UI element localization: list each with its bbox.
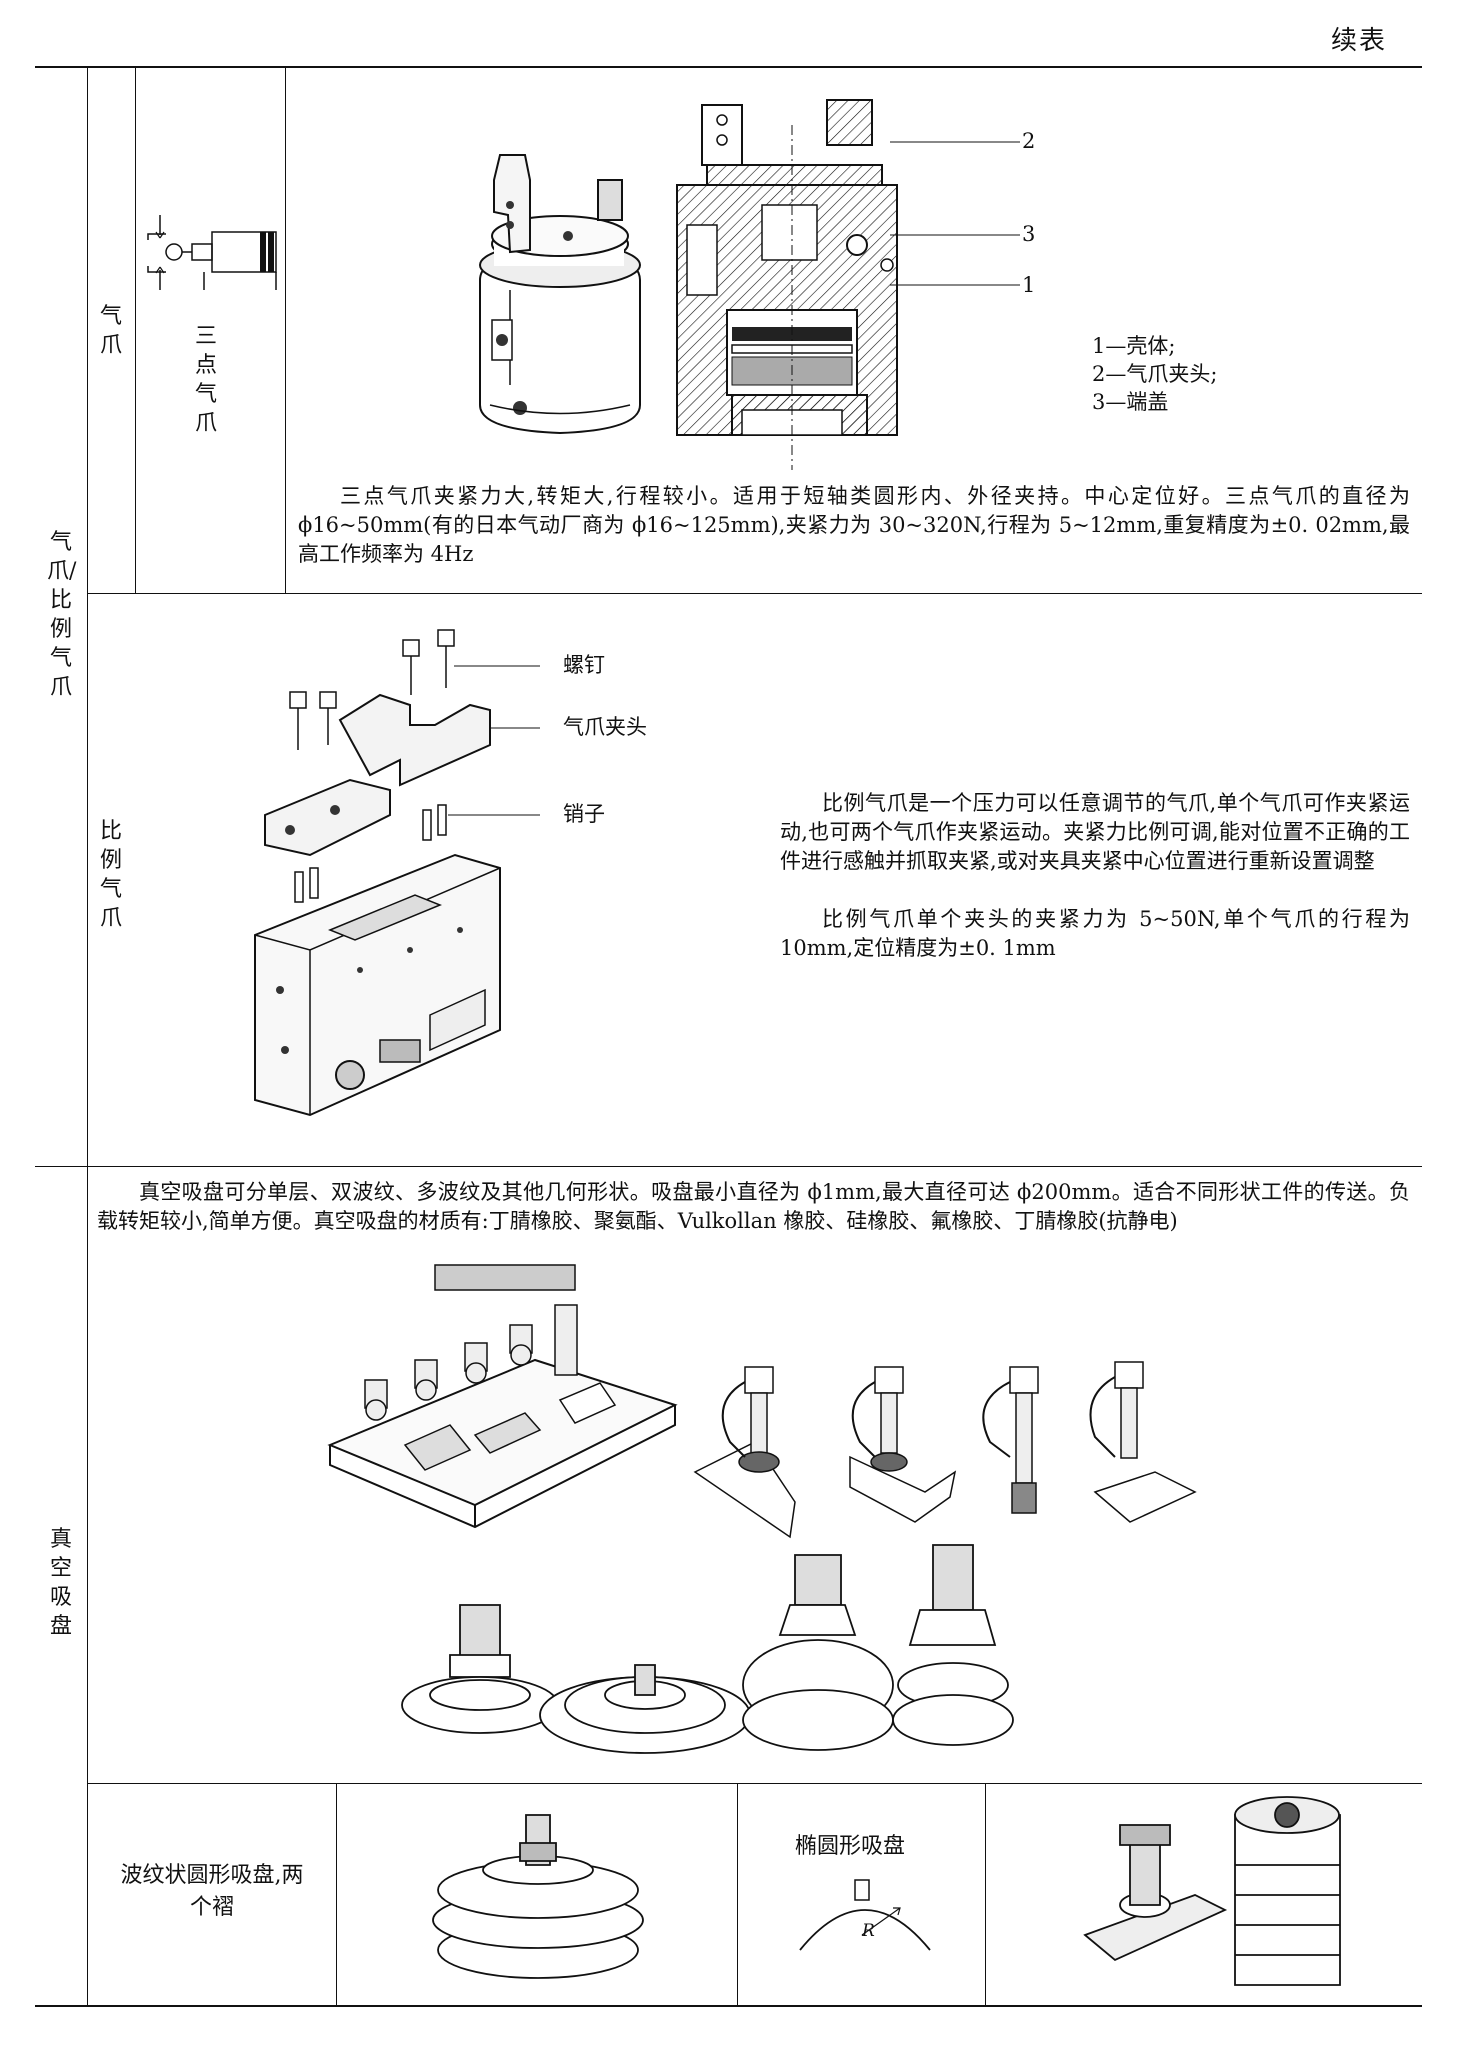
- bellows-cup-image: [428, 1805, 648, 1985]
- proportional-description-2: 比例气爪单个夹头的夹紧力为 5~50N,单个气爪的行程为 10mm,定位精度为±…: [780, 907, 1410, 960]
- oval-cup-symbol: [795, 1880, 935, 1960]
- callout-number-1: 1: [1022, 273, 1036, 297]
- proportional-name: 比例气爪: [99, 819, 122, 931]
- row-divider-vacuum: [35, 1166, 1422, 1167]
- legend-item-2: 2—气爪夹头;: [1092, 362, 1218, 386]
- vacuum-plate-assembly: [325, 1265, 680, 1535]
- proportional-gripper-exploded: [240, 610, 585, 1130]
- category-vacuum: 真空吸盘: [49, 1527, 72, 1639]
- proportional-description-1: 比例气爪是一个压力可以任意调节的气爪,单个气爪可作夹紧运动,也可两个气爪作夹紧运…: [780, 791, 1410, 873]
- row-divider-bellows: [87, 1783, 1422, 1784]
- section-callout-lines: [890, 130, 1030, 300]
- vacuum-cups-round: [395, 1545, 1015, 1765]
- legend-item-3: 3—端盖: [1092, 390, 1169, 414]
- gripper-name: 气爪: [99, 304, 122, 358]
- oval-radius-symbol: R: [862, 1921, 875, 1941]
- table-top-border: [35, 66, 1422, 68]
- oval-cup-image: [1075, 1795, 1365, 1995]
- oval-label: 椭圆形吸盘: [795, 1834, 906, 1859]
- table-bottom-border: [35, 2005, 1422, 2007]
- three-point-gripper-symbol: [140, 210, 280, 300]
- continued-label: 续表: [1330, 26, 1387, 56]
- bellows-label: 波纹状圆形吸盘,两个褶: [120, 1863, 304, 1920]
- col-divider-bellows-label: [336, 1783, 337, 2005]
- col-divider-symbol: [285, 66, 286, 593]
- col-divider-bellows-image: [737, 1783, 738, 2005]
- three-point-gripper-isometric: [470, 140, 645, 455]
- three-point-description: 三点气爪夹紧力大,转矩大,行程较小。适用于短轴类圆形内、外径夹持。中心定位好。三…: [298, 484, 1410, 566]
- three-point-gripper-section: [672, 95, 917, 475]
- legend-item-1: 1—壳体;: [1092, 334, 1176, 358]
- col-divider-name: [135, 66, 136, 593]
- vacuum-cups-fittings: [685, 1362, 1205, 1572]
- callout-jaw: 气爪夹头: [563, 715, 647, 739]
- vacuum-description: 真空吸盘可分单层、双波纹、多波纹及其他几何形状。吸盘最小直径为 ϕ1mm,最大直…: [97, 1180, 1410, 1233]
- col-divider-oval-label: [985, 1783, 986, 2005]
- callout-screw: 螺钉: [563, 653, 605, 677]
- gripper-sub-name: 三点气爪: [194, 324, 217, 436]
- col-divider-category: [87, 66, 88, 2005]
- callout-number-2: 2: [1022, 129, 1036, 153]
- row-divider-proportional: [87, 593, 1422, 594]
- callout-pin: 销子: [563, 802, 605, 826]
- callout-number-3: 3: [1022, 222, 1036, 246]
- category-gripper: 气爪/比例气爪: [47, 530, 77, 700]
